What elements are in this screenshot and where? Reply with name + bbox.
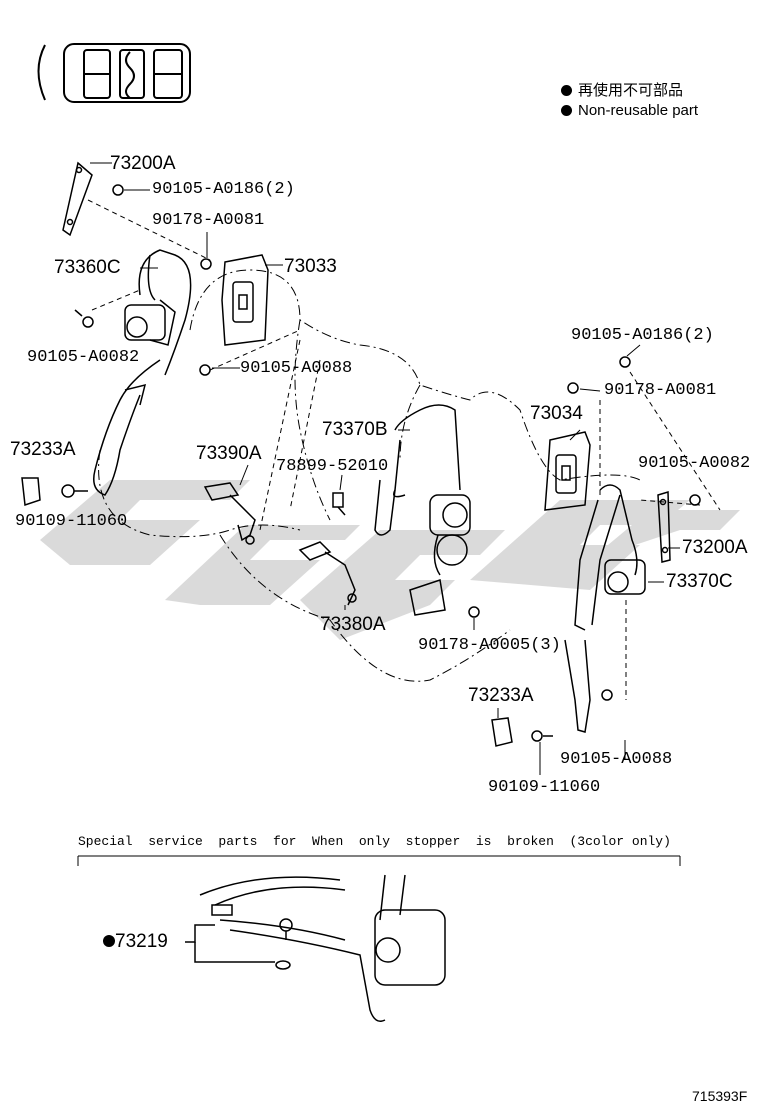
label-73219-text: 73219 xyxy=(115,931,168,952)
label-73233a-right: 73233A xyxy=(468,685,534,706)
seat-layout-icon xyxy=(37,43,191,103)
belt-73370c xyxy=(564,484,646,733)
label-73380a: 73380A xyxy=(320,614,386,635)
label-73033: 73033 xyxy=(284,256,337,277)
belt-73370b xyxy=(374,404,471,616)
legend-en-text: Non-reusable part xyxy=(578,102,699,119)
label-73370c: 73370C xyxy=(666,571,733,592)
special-retractor xyxy=(185,874,446,1022)
label-90105-a0186-top: 90105-A0186(2) xyxy=(152,180,295,199)
bolts-right xyxy=(468,356,701,742)
label-73390a: 73390A xyxy=(196,443,262,464)
label-90109-11060-left: 90109-11060 xyxy=(15,512,128,531)
label-73034: 73034 xyxy=(530,403,583,424)
label-90105-a0088-mid: 90105-A0088 xyxy=(240,359,353,378)
label-78899-52010: 78899-52010 xyxy=(276,457,389,476)
legend-en: Non-reusable part xyxy=(561,103,698,118)
special-bracket xyxy=(77,855,681,866)
label-73219: 73219 xyxy=(103,932,168,951)
cover-73233a-left xyxy=(21,477,41,507)
label-90178-a0081-right: 90178-A0081 xyxy=(604,381,717,400)
label-90105-a0082-left: 90105-A0082 xyxy=(27,348,140,367)
legend-jp-text: 再使用不可部品 xyxy=(578,82,684,99)
non-reusable-dot-icon xyxy=(103,935,115,947)
label-73200a-right: 73200A xyxy=(682,537,748,558)
dashed-lines xyxy=(87,199,721,700)
anchor-bracket-left xyxy=(62,161,93,237)
label-90109-11060-right: 90109-11060 xyxy=(488,778,601,797)
leader-lines xyxy=(90,162,680,775)
bullet-icon xyxy=(561,85,572,96)
buckle-73390a xyxy=(203,482,256,545)
legend-jp: 再使用不可部品 xyxy=(561,83,683,98)
watermark-logo xyxy=(40,480,740,640)
label-73360c: 73360C xyxy=(54,257,121,278)
label-90105-a0082-right: 90105-A0082 xyxy=(638,454,751,473)
bolts-left xyxy=(61,184,212,498)
label-90178-a0005: 90178-A0005(3) xyxy=(418,636,561,655)
retractor-left xyxy=(93,249,192,496)
trim-cover-left xyxy=(221,254,269,346)
label-90105-a0088-right: 90105-A0088 xyxy=(560,750,673,769)
label-73200a-top: 73200A xyxy=(110,153,176,174)
diagram-id: 715393F xyxy=(692,1088,748,1104)
special-note: Special service parts for When only stop… xyxy=(78,834,671,849)
cover-73233a-right xyxy=(491,717,513,747)
label-73233a-left: 73233A xyxy=(10,439,76,460)
label-73370b: 73370B xyxy=(322,419,388,440)
label-90178-a0081-top: 90178-A0081 xyxy=(152,211,265,230)
trim-cover-right xyxy=(544,431,591,511)
bullet-icon xyxy=(561,105,572,116)
buckle-73380a xyxy=(298,541,357,606)
sensor-78899 xyxy=(332,492,346,516)
label-90105-a0186-right: 90105-A0186(2) xyxy=(571,326,714,345)
seat-outline xyxy=(98,269,641,682)
